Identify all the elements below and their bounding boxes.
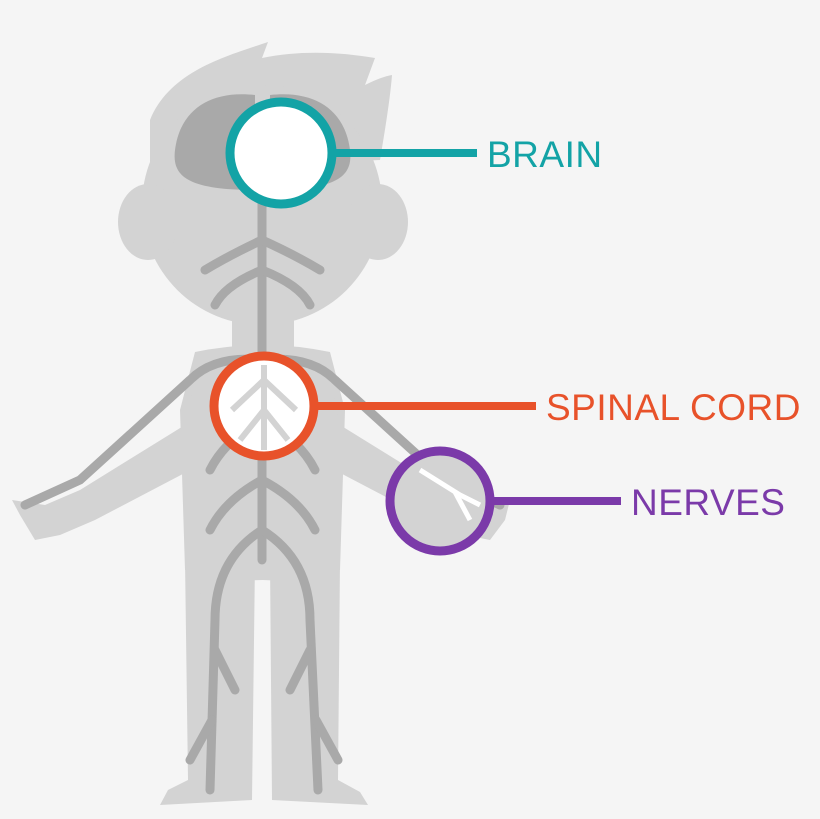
right-leg [270, 560, 368, 805]
highlight-brain [225, 97, 477, 209]
label-spinal-cord: SPINAL CORD [546, 387, 801, 428]
label-brain: BRAIN [487, 134, 603, 175]
label-nerves: NERVES [631, 482, 786, 523]
left-arm [12, 352, 200, 540]
highlight-spinal-cord [209, 351, 536, 461]
left-ear [118, 184, 178, 260]
highlight-nerves [385, 446, 621, 556]
right-ear [348, 184, 408, 260]
left-leg [160, 560, 255, 805]
